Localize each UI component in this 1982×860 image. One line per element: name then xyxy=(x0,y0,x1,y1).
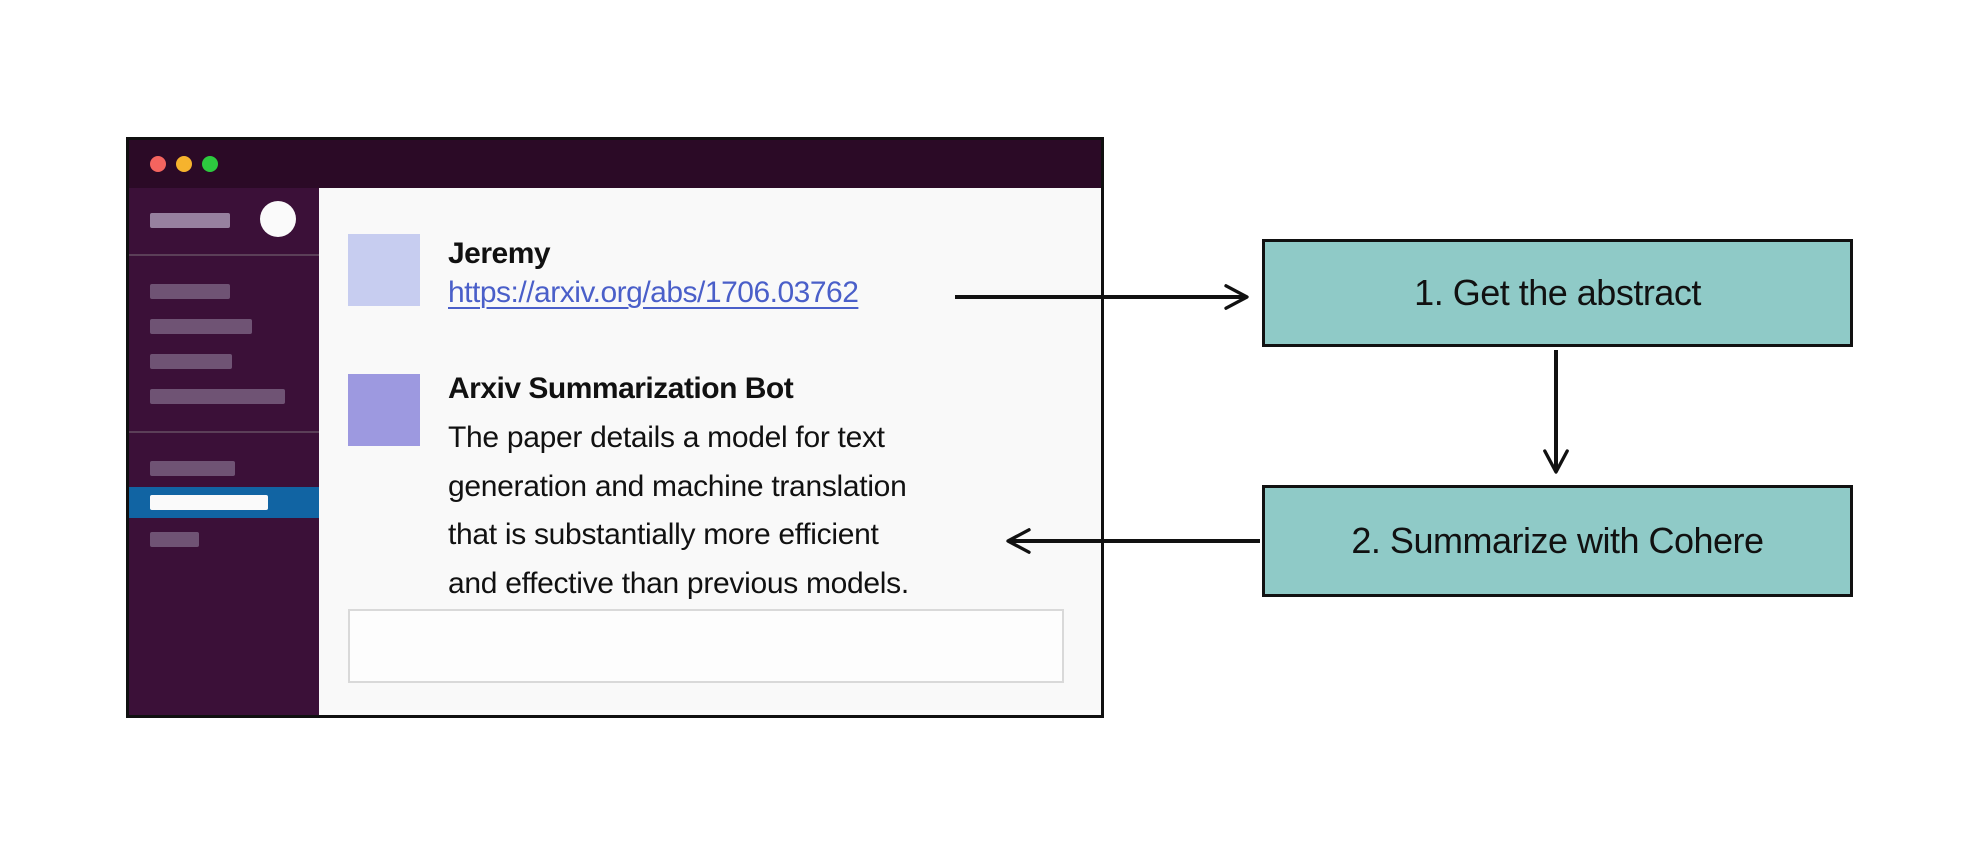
window-body: Jeremy https://arxiv.org/abs/1706.03762 … xyxy=(129,188,1101,715)
sidebar xyxy=(129,188,319,715)
sidebar-item-placeholder xyxy=(150,319,252,334)
message-body: The paper details a model for text gener… xyxy=(448,414,909,608)
message-author: Jeremy xyxy=(448,237,551,270)
message-input[interactable] xyxy=(348,609,1064,683)
sidebar-item-placeholder xyxy=(150,461,235,476)
traffic-light-minimize-button[interactable] xyxy=(176,156,192,172)
sidebar-item-placeholder xyxy=(150,532,199,547)
active-channel-label-placeholder xyxy=(150,495,268,510)
sidebar-item-placeholder xyxy=(150,354,232,369)
sidebar-divider xyxy=(129,254,319,256)
window-titlebar xyxy=(129,140,1101,188)
slack-window: Jeremy https://arxiv.org/abs/1706.03762 … xyxy=(126,137,1104,718)
message-link[interactable]: https://arxiv.org/abs/1706.03762 xyxy=(448,276,859,309)
message-author: Arxiv Summarization Bot xyxy=(448,372,794,405)
message-body-line: The paper details a model for text xyxy=(448,421,885,454)
traffic-light-close-button[interactable] xyxy=(150,156,166,172)
message-body-line: that is substantially more efficient xyxy=(448,518,879,551)
message-body-line: and effective than previous models. xyxy=(448,566,909,600)
profile-avatar[interactable] xyxy=(260,201,296,237)
chat-area: Jeremy https://arxiv.org/abs/1706.03762 … xyxy=(319,188,1101,715)
traffic-light-zoom-button[interactable] xyxy=(202,156,218,172)
sidebar-item-placeholder xyxy=(150,284,230,299)
flow-step-box: 1. Get the abstract xyxy=(1262,239,1853,347)
bot-avatar xyxy=(348,374,420,446)
message-body-line: generation and machine translation xyxy=(448,469,907,503)
sidebar-divider xyxy=(129,431,319,433)
sidebar-item-placeholder xyxy=(150,389,285,404)
flow-step-box: 2. Summarize with Cohere xyxy=(1262,485,1853,597)
user-avatar xyxy=(348,234,420,306)
workspace-name-placeholder xyxy=(150,213,230,228)
sidebar-item-active-channel[interactable] xyxy=(129,487,319,518)
